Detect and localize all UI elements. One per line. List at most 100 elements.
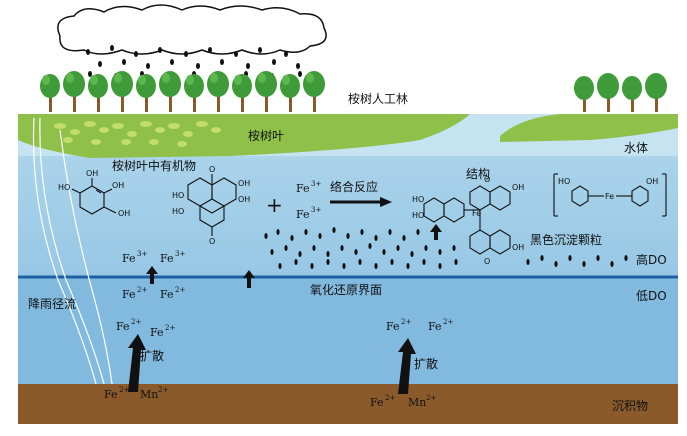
arrow-diffusion-left — [128, 334, 146, 392]
svg-text:Mn: Mn — [140, 388, 158, 401]
label-runoff: 降雨径流 — [28, 297, 76, 311]
svg-text:2+: 2+ — [131, 318, 141, 326]
arrow-fe-oxidation — [146, 266, 158, 284]
svg-text:OH: OH — [512, 183, 524, 192]
svg-text:3+: 3+ — [175, 250, 185, 258]
label-organics: 桉树叶中有机物 — [112, 158, 196, 173]
rain-cloud — [57, 4, 327, 55]
svg-text:HO: HO — [412, 195, 424, 204]
svg-text:3+: 3+ — [311, 180, 321, 188]
svg-text:OH: OH — [238, 179, 250, 188]
transport-arrows — [128, 224, 442, 394]
label-plantation: 桉树人工林 — [348, 91, 408, 106]
label-diffusion-right: 扩散 — [414, 356, 438, 371]
low-do-zone — [18, 278, 678, 384]
svg-text:O: O — [484, 257, 490, 266]
svg-text:Fe: Fe — [104, 388, 118, 401]
svg-text:HO: HO — [172, 207, 184, 216]
svg-text:Fe: Fe — [160, 252, 174, 265]
svg-text:Fe: Fe — [122, 252, 136, 265]
svg-text:O: O — [209, 165, 215, 174]
svg-text:2+: 2+ — [175, 286, 185, 294]
right-bank — [500, 114, 678, 142]
svg-text:Fe: Fe — [428, 320, 442, 333]
label-redox-interface: 氧化还原界面 — [310, 283, 382, 297]
sediment-layer — [18, 384, 678, 424]
label-low-do: 低DO — [636, 289, 667, 303]
svg-text:OH: OH — [238, 195, 250, 204]
arrow-to-structure — [430, 224, 442, 240]
svg-text:2+: 2+ — [426, 394, 436, 402]
eucalyptus-forest-left — [40, 71, 325, 112]
svg-text:3+: 3+ — [137, 250, 147, 258]
arrow-diffusion-right — [398, 338, 416, 394]
svg-text:OH: OH — [512, 243, 524, 252]
svg-text:2+: 2+ — [158, 386, 168, 394]
svg-text:OH: OH — [118, 209, 130, 218]
svg-text:O: O — [209, 237, 215, 246]
svg-text:Fe: Fe — [116, 320, 130, 333]
svg-text:OH: OH — [86, 169, 98, 178]
svg-text:2+: 2+ — [443, 318, 453, 326]
runoff-streams — [32, 117, 113, 385]
eucalyptus-forest-right — [574, 73, 667, 112]
leaf-litter — [54, 121, 221, 147]
svg-text:2+: 2+ — [385, 394, 395, 402]
svg-text:O: O — [484, 175, 490, 184]
svg-text:OH: OH — [112, 181, 124, 190]
ellagic-acid-molecule: O O OH OH HO HO — [172, 165, 250, 246]
label-black-particles: 黑色沉淀颗粒 — [530, 232, 602, 247]
svg-text:Fe: Fe — [296, 208, 310, 221]
bracketed-fe-complex: Fe HO OH — [553, 173, 667, 217]
plus-sign: + — [266, 193, 283, 217]
svg-text:Fe: Fe — [370, 396, 384, 409]
svg-text:2+: 2+ — [165, 324, 175, 332]
svg-text:Fe: Fe — [296, 182, 310, 195]
svg-text:Mn: Mn — [408, 396, 426, 409]
label-complexation: 络合反应 — [330, 179, 378, 194]
gallic-acid-molecule: OH HO OH OH — [58, 169, 130, 218]
black-precipitate-particles — [264, 227, 628, 269]
svg-text:OH: OH — [646, 177, 658, 186]
label-diffusion-left: 扩散 — [140, 348, 164, 363]
svg-text:HO: HO — [58, 183, 70, 192]
svg-text:3+: 3+ — [311, 206, 321, 214]
svg-text:HO: HO — [558, 177, 570, 186]
label-structure: 结构 — [466, 166, 490, 181]
label-sediment: 沉积物 — [612, 399, 648, 413]
svg-text:2+: 2+ — [401, 318, 411, 326]
svg-text:Fe: Fe — [605, 192, 614, 201]
svg-text:2+: 2+ — [119, 386, 129, 394]
svg-text:HO: HO — [412, 211, 424, 220]
label-leaves: 桉树叶 — [248, 128, 284, 143]
fe-complex-structure: Fe HO HO OH OH O O — [412, 175, 524, 266]
svg-text:Fe: Fe — [160, 288, 174, 301]
svg-text:Fe: Fe — [386, 320, 400, 333]
svg-text:2+: 2+ — [137, 286, 147, 294]
svg-text:Fe: Fe — [150, 326, 164, 339]
label-high-do: 高DO — [636, 252, 667, 267]
left-bank — [18, 114, 470, 158]
svg-text:HO: HO — [172, 191, 184, 200]
arrow-interface-up — [243, 270, 255, 288]
svg-text:Fe: Fe — [122, 288, 136, 301]
complexation-arrow — [330, 197, 392, 207]
label-water-body: 水体 — [624, 141, 648, 155]
